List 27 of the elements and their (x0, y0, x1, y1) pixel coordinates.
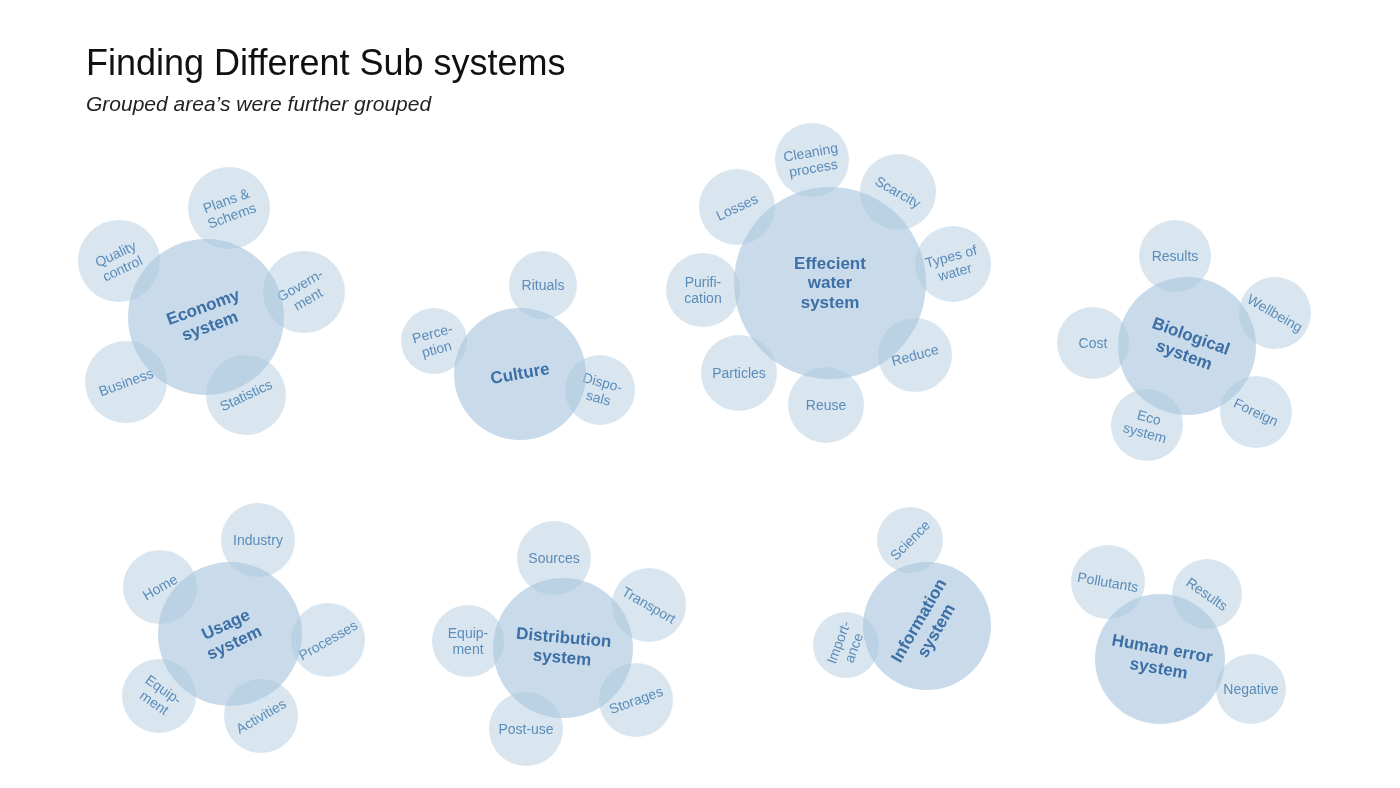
topic-label: Rituals (520, 276, 566, 294)
topic-label: Home (138, 569, 182, 606)
subtitle: Grouped area’s were further grouped (86, 92, 432, 116)
topic-label: Negative (1222, 680, 1280, 698)
topic-label: Purifi- cation (683, 273, 723, 307)
topic-label: Equip- ment (446, 624, 490, 658)
subsystem-label: Effecient water system (793, 253, 867, 313)
topic-label: Sources (527, 549, 581, 567)
topic-label: Cost (1077, 334, 1109, 352)
topic-label: Types of water (922, 240, 980, 286)
topic-label: Pollutants (1075, 568, 1141, 596)
topic-label: Reuse (804, 396, 848, 414)
topic-label: Import- ance (822, 617, 868, 668)
topic-label: Dispo- sals (579, 368, 625, 411)
topic-label: Eco system (1120, 405, 1170, 447)
topic-label: Cleaning process (781, 138, 841, 182)
topic-label: Perce- ption (408, 319, 455, 363)
topic-label: Plans & Schems (199, 183, 260, 234)
title: Finding Different Sub systems (86, 42, 566, 84)
subsystem-label: Distribution system (514, 623, 614, 672)
topic-label: Results (1150, 247, 1200, 265)
topic-label: Industry (232, 531, 284, 549)
topic-label: Reduce (888, 340, 942, 371)
subsystem-label: Human error system (1108, 629, 1215, 685)
topic-label: Particles (711, 364, 767, 382)
topic-label: Post-use (497, 720, 555, 738)
subsystem-label: Culture (488, 358, 552, 391)
